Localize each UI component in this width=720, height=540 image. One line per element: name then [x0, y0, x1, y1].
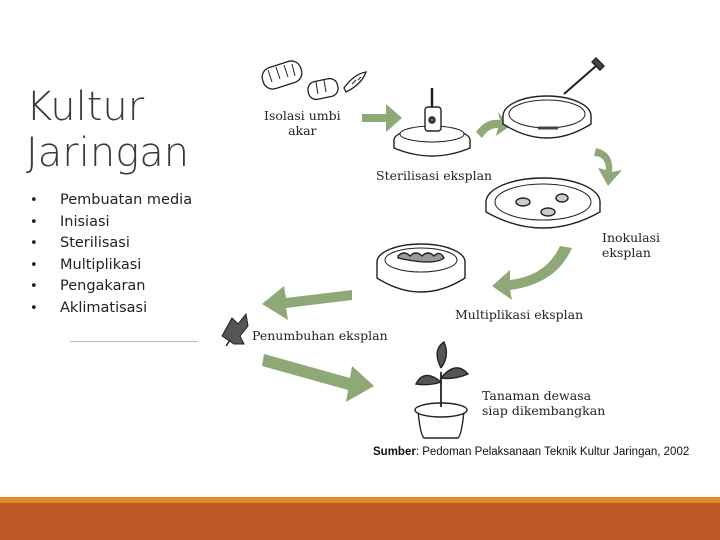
- arrow-2: [476, 112, 510, 138]
- bullet-text: Pembuatan media: [60, 192, 193, 208]
- bullet-dot: •: [30, 279, 38, 295]
- label-penumbuhan: Penumbuhan eksplan: [252, 328, 388, 343]
- tissue-culture-diagram: [221, 57, 622, 439]
- arrow-5: [262, 286, 352, 320]
- arrow-1: [362, 104, 402, 132]
- label-multiplikasi: Multiplikasi eksplan: [455, 307, 584, 322]
- label-inokulasi: Inokulasi eksplan: [602, 230, 661, 260]
- bullet-dot: •: [30, 193, 38, 208]
- explant-sprout-icon: [221, 312, 249, 347]
- arrow-3: [594, 148, 622, 186]
- bullet-dot: •: [30, 214, 38, 230]
- list-item: • Sterilisasi: [30, 233, 192, 255]
- source-label: Sumber: [373, 446, 416, 458]
- list-item: • Pembuatan media: [30, 190, 192, 212]
- source-citation: Sumber: Pedoman Pelaksanaan Teknik Kultu…: [373, 446, 689, 458]
- list-item: • Aklimatisasi: [30, 298, 192, 320]
- label-isolasi: Isolasi umbi akar: [264, 108, 341, 138]
- culture-dish-multiplication-icon: [376, 243, 466, 293]
- bullet-dot: •: [30, 300, 38, 316]
- bullet-text: Aklimatisasi: [60, 299, 148, 316]
- petri-dish-inoculation-icon: [502, 57, 605, 139]
- potted-plant-icon: [414, 340, 470, 439]
- bullet-text: Pengakaran: [60, 278, 146, 295]
- label-sterilisasi: Sterilisasi eksplan: [376, 168, 493, 183]
- arrow-4: [492, 246, 572, 300]
- source-text: : Pedoman Pelaksanaan Teknik Kultur Jari…: [415, 446, 690, 458]
- bullet-text: Sterilisasi: [60, 235, 130, 252]
- footer-bar: [0, 503, 720, 540]
- list-item: • Inisiasi: [30, 212, 192, 234]
- slide-title: Kultur Jaringan: [26, 84, 190, 176]
- tuber-pieces-icon: [261, 60, 367, 101]
- list-item: • Pengakaran: [30, 276, 192, 298]
- bullet-text: Inisiasi: [60, 213, 110, 230]
- bullet-list: •Pembuatan media •Inisiasi •Sterilisasi …: [30, 190, 192, 320]
- label-tanaman: Tanaman dewasa siap dikembangkan: [482, 388, 606, 418]
- footer-accent-bar: [0, 497, 720, 503]
- petri-dish-sterilization-icon: [393, 88, 471, 157]
- bullet-dot: •: [30, 236, 38, 252]
- bullet-dot: •: [30, 257, 38, 273]
- list-item: • Multiplikasi: [30, 255, 192, 277]
- arrow-6: [262, 354, 374, 402]
- title-underline: [70, 341, 198, 342]
- petri-dish-plated-icon: [485, 177, 601, 229]
- bullet-text: Multiplikasi: [60, 256, 142, 273]
